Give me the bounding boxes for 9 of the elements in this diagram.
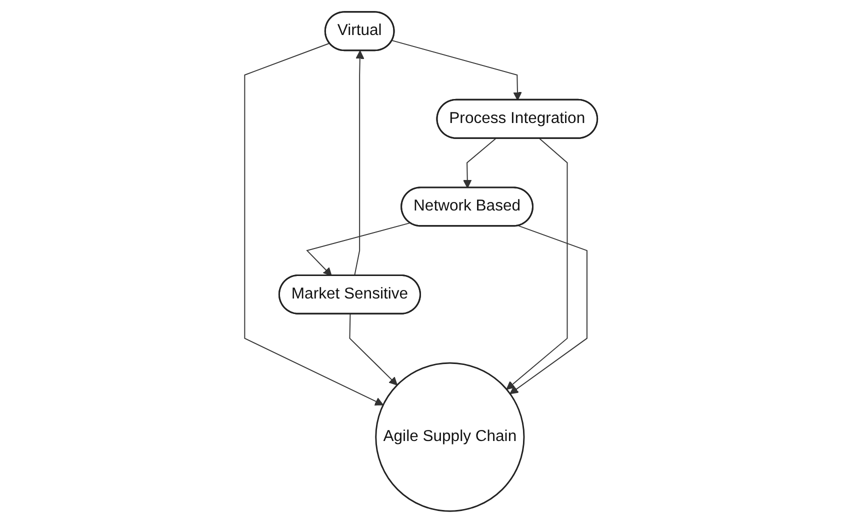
- arrow: [306, 222, 411, 276]
- arrow: [463, 138, 496, 188]
- node-circle: Agile Supply Chain: [375, 362, 525, 512]
- arrow: [510, 225, 588, 394]
- arrow: [244, 42, 384, 406]
- arrow: [349, 314, 398, 386]
- arrow: [354, 50, 364, 276]
- arrow: [392, 40, 522, 101]
- arrow: [506, 138, 568, 390]
